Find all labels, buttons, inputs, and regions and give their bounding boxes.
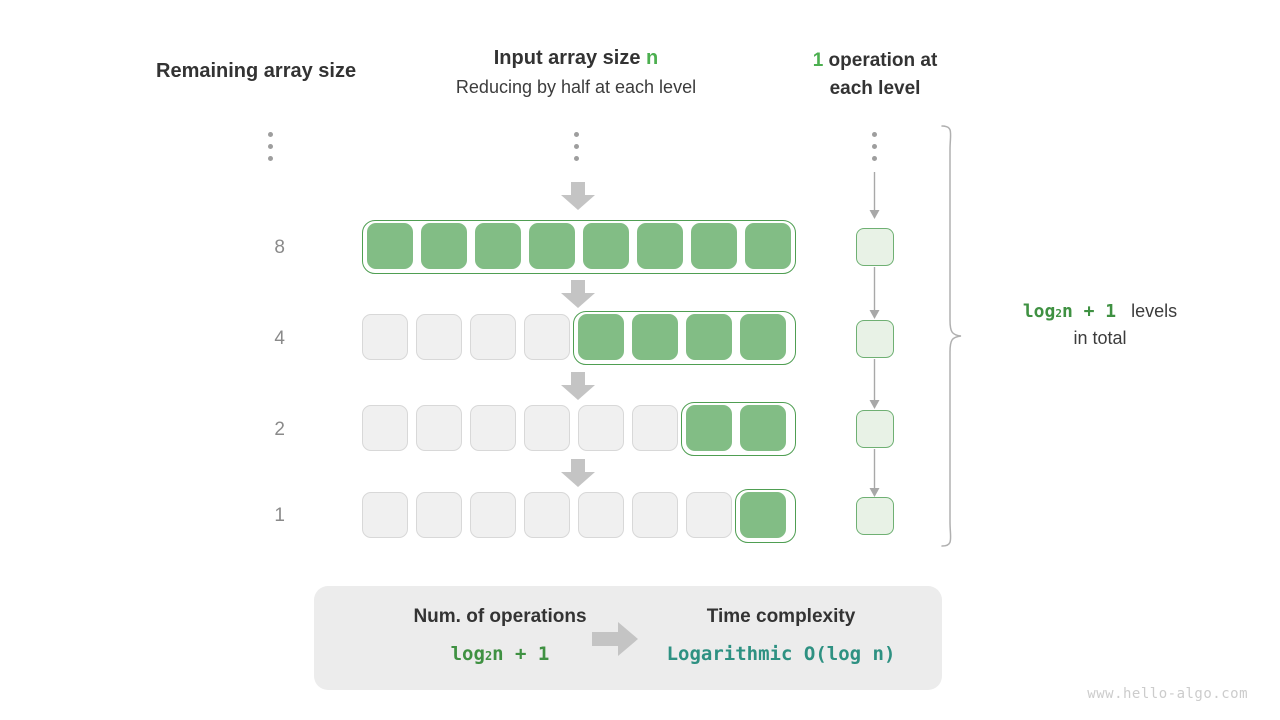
array-cell xyxy=(686,314,732,360)
array-cell xyxy=(583,223,629,269)
array-cell xyxy=(362,405,408,451)
watermark: www.hello-algo.com xyxy=(1087,686,1248,702)
right-arrow-icon xyxy=(592,622,638,661)
array-cell xyxy=(686,405,732,451)
header-right: 1 operation at each level xyxy=(775,47,975,102)
summary-operations-title: Num. of operations xyxy=(413,606,587,627)
op-flow-arrow-icon-0 xyxy=(868,172,881,220)
op-flow-arrow-icon-2 xyxy=(868,359,881,410)
array-row-level-0 xyxy=(362,220,796,274)
row-label-level-2: 2 xyxy=(274,419,285,440)
reduce-arrow-icon-1 xyxy=(561,280,595,308)
header-center-title: Input array size n xyxy=(395,47,757,70)
array-cell xyxy=(632,405,678,451)
header-right-count: 1 xyxy=(812,50,824,71)
array-cell xyxy=(421,223,467,269)
levels-note-text: levels xyxy=(1126,301,1178,321)
summary-operations-value: log2n + 1 xyxy=(450,643,550,665)
op-flow-arrow-icon-1 xyxy=(868,267,881,320)
array-cell xyxy=(367,223,413,269)
array-row-level-3 xyxy=(362,489,796,543)
row-label-level-1: 4 xyxy=(274,328,285,349)
operation-cell-level-1 xyxy=(856,320,894,358)
array-cell xyxy=(632,492,678,538)
array-row-level-2 xyxy=(362,402,796,456)
active-segment-outline-3 xyxy=(735,489,796,543)
array-cell xyxy=(632,314,678,360)
summary-operations-column: Num. of operations log2n + 1 xyxy=(350,606,650,665)
operation-cell-level-3 xyxy=(856,497,894,535)
array-cell xyxy=(740,492,786,538)
array-cell xyxy=(578,314,624,360)
vertical-ellipsis-icon-left xyxy=(268,132,274,168)
active-segment-outline-2 xyxy=(681,402,796,456)
array-cell xyxy=(470,492,516,538)
array-cell xyxy=(524,314,570,360)
header-center-symbol-n: n xyxy=(646,47,659,69)
header-center: Input array size n Reducing by half at e… xyxy=(395,47,757,98)
levels-note-formula: log2n + 1 xyxy=(1022,301,1117,322)
array-cell xyxy=(470,314,516,360)
reduce-arrow-icon-0 xyxy=(561,182,595,210)
array-cell xyxy=(745,223,791,269)
op-flow-arrow-icon-3 xyxy=(868,449,881,498)
array-cell xyxy=(416,492,462,538)
header-center-title-text: Input array size xyxy=(493,47,641,69)
array-cell xyxy=(578,492,624,538)
reduce-arrow-icon-2 xyxy=(561,372,595,400)
array-cell xyxy=(416,405,462,451)
array-cell xyxy=(691,223,737,269)
active-segment-outline-1 xyxy=(573,311,796,365)
array-cell xyxy=(740,314,786,360)
header-right-line2: each level xyxy=(829,77,921,99)
summary-complexity-title: Time complexity xyxy=(706,606,856,627)
header-center-subtitle: Reducing by half at each level xyxy=(455,77,697,97)
header-right-line1: operation at xyxy=(823,50,938,71)
array-cell xyxy=(475,223,521,269)
vertical-ellipsis-icon-right xyxy=(872,132,878,168)
array-cell xyxy=(524,492,570,538)
array-cell xyxy=(470,405,516,451)
summary-box: Num. of operations log2n + 1 Time comple… xyxy=(314,586,942,690)
array-cell xyxy=(740,405,786,451)
array-cell xyxy=(416,314,462,360)
row-label-level-3: 1 xyxy=(274,505,285,526)
vertical-ellipsis-icon-center xyxy=(574,132,580,168)
operation-cell-level-0 xyxy=(856,228,894,266)
levels-note: log2n + 1 levels in total xyxy=(985,298,1215,352)
array-cell xyxy=(362,492,408,538)
array-cell xyxy=(524,405,570,451)
summary-complexity-column: Time complexity Logarithmic O(log n) xyxy=(636,606,926,665)
summary-complexity-value: Logarithmic O(log n) xyxy=(666,643,896,665)
header-left-label: Remaining array size xyxy=(156,60,357,82)
array-cell xyxy=(362,314,408,360)
levels-note-text-line2: in total xyxy=(1073,328,1127,348)
array-row-level-1 xyxy=(362,311,796,365)
reduce-arrow-icon-3 xyxy=(561,459,595,487)
array-cell xyxy=(637,223,683,269)
array-cell xyxy=(578,405,624,451)
operation-cell-level-2 xyxy=(856,410,894,448)
levels-brace-icon xyxy=(938,124,964,553)
array-cell xyxy=(686,492,732,538)
array-cell xyxy=(529,223,575,269)
active-segment-outline-0 xyxy=(362,220,796,274)
row-label-level-0: 8 xyxy=(274,237,285,258)
